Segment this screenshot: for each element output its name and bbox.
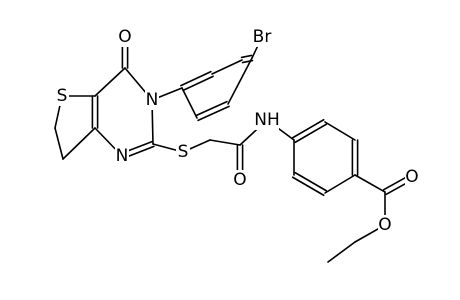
atom-label-background: [378, 215, 392, 235]
atom-label-background: [233, 170, 247, 190]
bond-ca1-ca2-b: [291, 118, 325, 139]
atom-label-background: [405, 167, 419, 187]
atom-label-n1: N: [116, 146, 129, 166]
atom-label-s2: S: [178, 142, 189, 162]
bond-co2-ci: [181, 87, 198, 119]
atom-label-s1: S: [57, 86, 68, 106]
atom-label-o3: O: [405, 167, 418, 187]
bond-ca1-ca2-a: [294, 123, 328, 144]
atom-label-o4: O: [378, 215, 391, 235]
bond-cm2-co2-a: [195, 100, 228, 117]
atom-label-nh: NH: [254, 110, 280, 130]
atom-label-background: [118, 27, 132, 47]
bond-cm1-cp-b: [240, 54, 253, 59]
atom-label-background: [255, 110, 279, 130]
bond-ca2-ca3: [324, 121, 356, 141]
atom-label-o2: O: [233, 170, 246, 190]
atom-label-o1: O: [118, 27, 131, 47]
bond-ca5-ca6-a: [294, 171, 328, 192]
bond-c5-c6: [54, 127, 64, 160]
bond-c6-c7a: [62, 127, 96, 160]
bond-ce1-ce2: [327, 241, 356, 263]
bond-ca5-ca6-b: [291, 176, 325, 197]
atom-label-background: [250, 27, 274, 47]
bond-c4-c4a: [94, 67, 126, 97]
bond-ca4-cest: [354, 174, 386, 193]
bond-layer: [54, 36, 415, 263]
atom-label-background: [176, 142, 190, 162]
atom-label-n3: N: [146, 90, 159, 110]
bond-ci-co1-a: [182, 75, 214, 92]
bond-ci-co1-b: [180, 70, 212, 87]
bond-co1-cm1: [211, 59, 243, 75]
atom-label-br: Br: [253, 27, 272, 47]
bond-cm2-co2-b: [197, 105, 230, 122]
atom-label-background: [55, 86, 69, 106]
atom-label-background: [145, 90, 159, 110]
bond-ca4-ca5: [324, 174, 356, 194]
bond-cp-cm2: [227, 57, 253, 105]
atom-label-background: [115, 146, 129, 166]
bond-ch2-cam: [209, 139, 241, 146]
